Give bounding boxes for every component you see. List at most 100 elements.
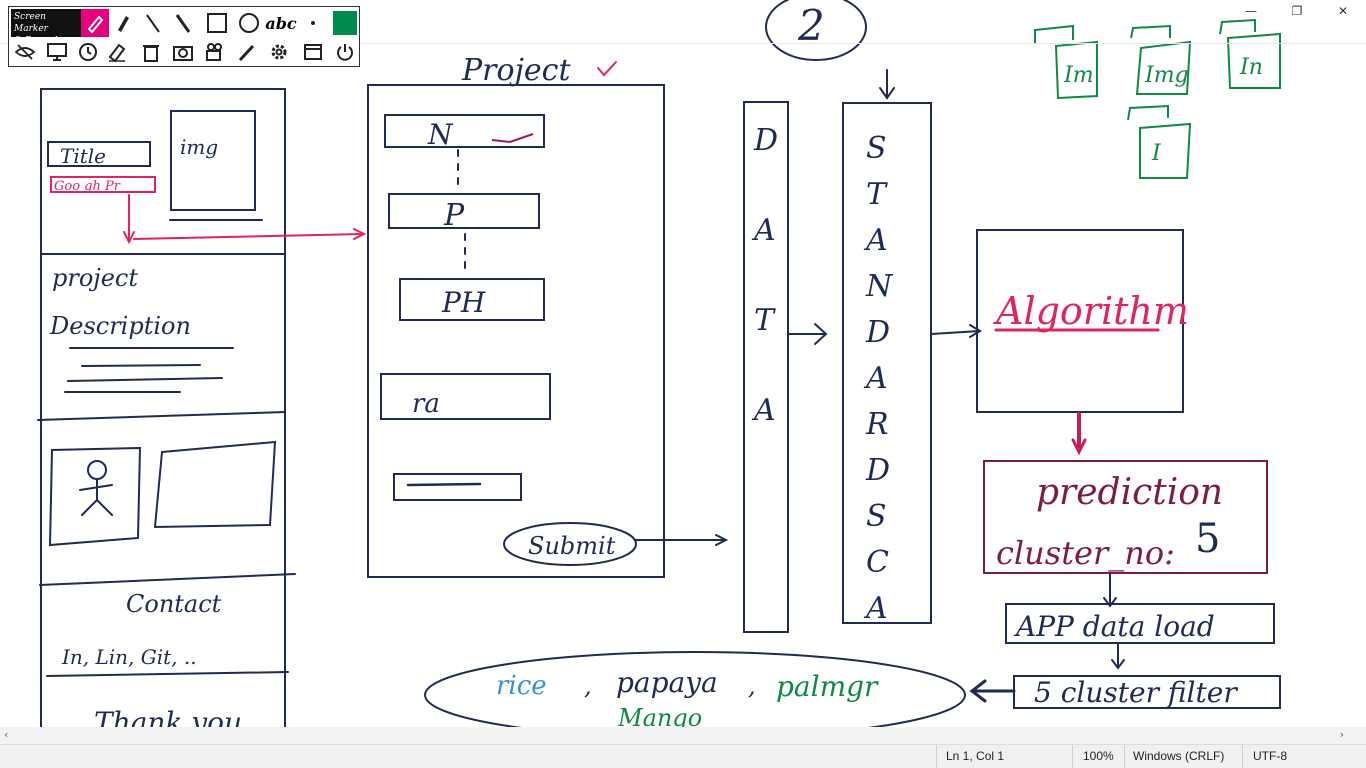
- color-picker-button[interactable]: [331, 9, 359, 37]
- file-label-3: In: [1239, 55, 1263, 80]
- marker-icon: [118, 16, 129, 32]
- cluster-label: cluster_no:: [996, 534, 1175, 572]
- color-swatch: [333, 11, 357, 35]
- screen-icon: [47, 43, 67, 61]
- image-card: [153, 440, 277, 529]
- exit-button[interactable]: [331, 38, 359, 66]
- circle-tool-button[interactable]: [235, 9, 263, 37]
- arrow-tool-button[interactable]: [169, 9, 197, 37]
- restore-button[interactable]: ❐: [1291, 4, 1303, 18]
- text-icon: abc: [265, 13, 297, 33]
- fruit-papaya: papaya: [616, 666, 718, 699]
- github-link-box: [50, 176, 156, 193]
- submit-label: Submit: [528, 532, 616, 560]
- field-phone-label: PH: [441, 286, 486, 319]
- standard-letter: D: [865, 315, 890, 350]
- camera-icon: [173, 46, 193, 61]
- hide-drawing-button[interactable]: [11, 38, 39, 66]
- dot-tool-button[interactable]: [299, 9, 327, 37]
- logo-line-1: Screen Marker: [14, 12, 48, 34]
- standard-letter: D: [865, 453, 890, 488]
- page-number: 2: [797, 1, 825, 50]
- record-video-button[interactable]: [201, 38, 229, 66]
- minimize-button[interactable]: —: [1245, 4, 1257, 18]
- circle-icon: [239, 13, 259, 33]
- standard-letter: A: [863, 591, 888, 626]
- cluster-filter-label: 5 cluster filter: [1034, 676, 1238, 709]
- pen-icon: [87, 15, 104, 34]
- arrow-icon: [175, 14, 191, 33]
- rectangle-icon: [207, 13, 227, 33]
- field-ra: [380, 373, 551, 420]
- standard-letter: S: [866, 131, 887, 166]
- status-divider: [1072, 745, 1073, 768]
- history-icon: [79, 43, 97, 61]
- file-icon-4: [1139, 122, 1192, 179]
- clear-button[interactable]: [137, 38, 165, 66]
- data-letter: D: [753, 123, 778, 158]
- page-number-circle: [765, 0, 867, 61]
- scroll-left-icon[interactable]: ‹: [4, 728, 9, 741]
- settings-button[interactable]: [265, 38, 293, 66]
- img-box: [170, 110, 256, 211]
- prediction-box: [983, 460, 1268, 574]
- scroll-right-icon[interactable]: ›: [1339, 728, 1344, 741]
- pen-tool-button[interactable]: [81, 9, 109, 37]
- data-column: [743, 101, 789, 633]
- encoding[interactable]: UTF-8: [1253, 749, 1287, 763]
- social-links-label: In, Lin, Git, ..: [61, 645, 197, 669]
- fruit-separator-2: ,: [748, 672, 756, 700]
- line-tool-button[interactable]: [139, 9, 167, 37]
- marker-tool-button[interactable]: [109, 9, 137, 37]
- rectangle-tool-button[interactable]: [203, 9, 231, 37]
- img-label: img: [180, 135, 218, 159]
- form-frame: [367, 84, 665, 578]
- file-label-2: Img: [1144, 63, 1189, 88]
- title-label: Title: [60, 144, 106, 168]
- eraser-button[interactable]: [103, 38, 131, 66]
- undo-history-button[interactable]: [73, 38, 101, 66]
- title-divider: [0, 43, 1366, 44]
- field-blank: [393, 473, 522, 501]
- status-divider: [936, 745, 937, 768]
- data-letter: T: [754, 303, 776, 338]
- standard-letter: S: [866, 499, 887, 534]
- prediction-label: prediction: [1036, 472, 1223, 513]
- project-label: project: [52, 264, 138, 292]
- zoom-level[interactable]: 100%: [1083, 749, 1114, 763]
- avatar-card: [48, 446, 142, 547]
- status-bar: Ln 1, Col 1 100% Windows (CRLF) UTF-8: [0, 744, 1366, 768]
- contact-label: Contact: [126, 590, 222, 618]
- screen-button[interactable]: [43, 38, 71, 66]
- data-letter: A: [751, 213, 776, 248]
- laser-pointer-button[interactable]: [233, 38, 261, 66]
- fruit-palmgr: palmgr: [776, 670, 879, 703]
- data-letters: D A T A: [751, 123, 778, 428]
- status-divider: [1242, 745, 1243, 768]
- algorithm-box: [976, 229, 1184, 413]
- standard-letter: T: [866, 177, 888, 212]
- close-button[interactable]: ✕: [1337, 4, 1349, 18]
- file-icon-3: [1226, 32, 1281, 89]
- screenshot-button[interactable]: [169, 38, 197, 66]
- horizontal-scrollbar[interactable]: ‹ ›: [0, 727, 1366, 745]
- form-heading: Project: [461, 53, 571, 88]
- hide-icon: [14, 44, 36, 60]
- data-letter: A: [751, 393, 776, 428]
- field-phone: [399, 278, 545, 321]
- field-name: [384, 114, 545, 148]
- standard-letter: A: [863, 361, 888, 396]
- window-controls: — ❐ ✕: [1228, 0, 1366, 22]
- trash-icon: [143, 45, 159, 62]
- text-tool-button[interactable]: abc: [265, 9, 297, 37]
- fruit-rice: rice: [496, 671, 547, 701]
- screen-marker-toolbar: Screen Marker & Recorder abc: [8, 6, 360, 67]
- drawing-canvas[interactable]: 2 Title img Goo gh Pr project Descriptio…: [0, 0, 1366, 745]
- app-load-box: [1005, 603, 1275, 644]
- standard-letter: A: [863, 223, 888, 258]
- window-mode-button[interactable]: [299, 38, 327, 66]
- line-ending[interactable]: Windows (CRLF): [1133, 749, 1225, 763]
- file-label-4: I: [1151, 141, 1162, 166]
- webpage-mockup-frame: [40, 88, 286, 745]
